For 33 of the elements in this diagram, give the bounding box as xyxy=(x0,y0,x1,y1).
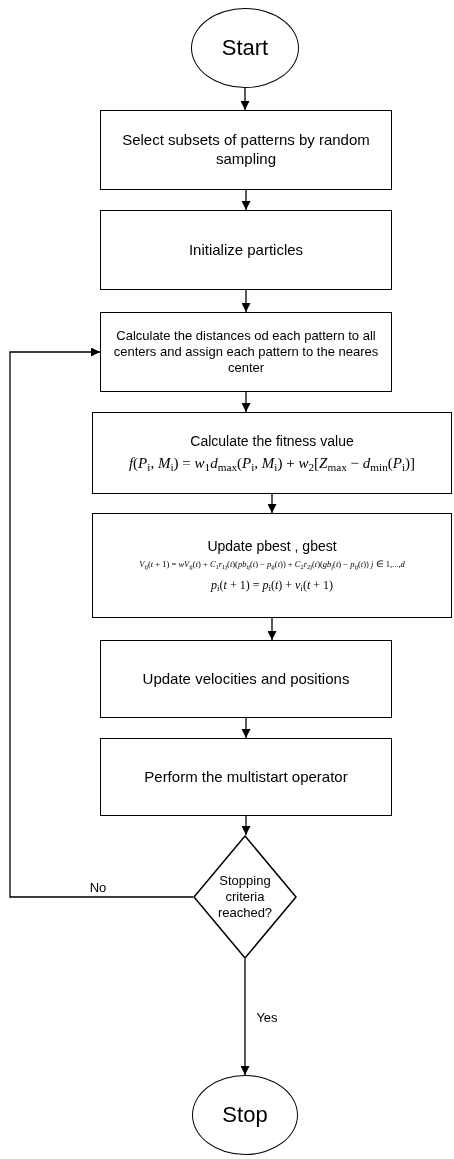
step-label: Select subsets of patterns by random sampling xyxy=(121,131,371,169)
formula: p$_{i}$(t + 1) = p$_{i}$(t) + v$_{i}$(t + 1) xyxy=(211,578,333,594)
arrow xyxy=(241,189,251,211)
arrow xyxy=(240,87,250,111)
process-box xyxy=(100,210,392,290)
arrow xyxy=(241,391,251,413)
decision-label: Stopping criteria reached? xyxy=(216,872,274,922)
terminal-label: Start xyxy=(221,34,269,62)
step-label: Initialize particles xyxy=(188,240,304,260)
arrow xyxy=(241,289,251,313)
arrow xyxy=(267,493,277,514)
decision-diamond xyxy=(193,835,297,959)
step-label: Calculate the fitness value xyxy=(190,432,354,451)
formula: f(P$_{i}$, M$_{i}$) = w$_{1}$d$_{max}$(P$_{i}$, M$_{i}$) + w$_{2}$[Z$_{max}$ − d$_{min}$(P$_{i}$)] xyxy=(128,454,416,474)
arrow xyxy=(241,717,251,739)
process-box xyxy=(92,412,452,494)
edge-label: Yes xyxy=(254,1010,280,1024)
edge-label: No xyxy=(87,880,109,894)
step-label: Perform the multistart operator xyxy=(144,767,348,787)
step-label: Calculate the distances od each pattern to all centers and assign each pattern to the neares center xyxy=(112,327,380,377)
arrow xyxy=(241,815,251,836)
process-box xyxy=(92,513,452,618)
step-label: Update velocities and positions xyxy=(142,669,350,689)
step-label: Update pbest , gbest xyxy=(207,537,337,556)
arrow xyxy=(240,958,250,1076)
process-box xyxy=(100,312,392,392)
process-box xyxy=(100,640,392,718)
process-box xyxy=(100,110,392,190)
arrow xyxy=(9,347,194,898)
process-box xyxy=(100,738,392,816)
terminal-label: Stop xyxy=(222,1101,268,1129)
arrow xyxy=(267,617,277,641)
formula: V$_{ij}$(t + 1) = wV$_{ij}$(t) + C$_{1}$r$_{1j}$(t)(pb$_{ij}$(t) − p$_{ij}$(t)) + C$_{2}$r$_{2j}$(t)(gb$_{j}$(t) − p$_{ij}$(t)) j ∈ 1,...,d xyxy=(139,559,405,571)
